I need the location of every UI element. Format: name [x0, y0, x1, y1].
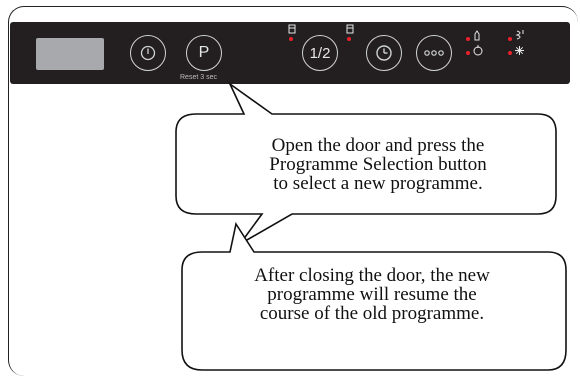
power-icon — [140, 45, 156, 61]
timer-indicator-icon — [346, 24, 354, 34]
three-dots-icon — [424, 50, 444, 56]
drying-led — [508, 51, 512, 55]
rinse-aid-icon — [474, 30, 480, 41]
callout-line: programme will resume the — [267, 284, 477, 305]
callout-line: course of the old programme. — [259, 303, 485, 324]
power-button[interactable] — [130, 35, 166, 71]
half-load-indicator-icon — [288, 24, 296, 34]
clock-icon — [376, 45, 392, 61]
programme-button[interactable]: P — [186, 35, 222, 71]
half-load-button-label: 1/2 — [309, 44, 331, 62]
options-button[interactable] — [416, 35, 452, 71]
rinse-aid-led — [466, 37, 470, 41]
display-screen — [36, 38, 104, 70]
half-load-led — [289, 37, 293, 41]
salt-icon — [473, 45, 483, 56]
control-panel: P Reset 3 sec 1/2 — [10, 22, 570, 84]
half-load-button[interactable]: 1/2 — [302, 35, 338, 71]
callout-text-upper: Open the door and press the Programme Se… — [188, 136, 568, 193]
drying-icon — [515, 46, 524, 55]
callout-line: After closing the door, the new — [254, 265, 490, 286]
reset-label: Reset 3 sec — [180, 74, 217, 81]
callout-line: Programme Selection button — [269, 154, 487, 175]
callout-text-lower: After closing the door, the new programm… — [182, 266, 562, 323]
water-supply-led — [508, 37, 512, 41]
water-supply-icon — [515, 30, 524, 40]
timer-led — [347, 37, 351, 41]
salt-led — [466, 51, 470, 55]
callout-bubble-lower — [181, 221, 567, 371]
programme-button-label: P — [198, 44, 210, 61]
callout-line: Open the door and press the — [271, 135, 485, 156]
callout-line: to select a new programme. — [273, 173, 483, 194]
delay-timer-button[interactable] — [366, 35, 402, 71]
